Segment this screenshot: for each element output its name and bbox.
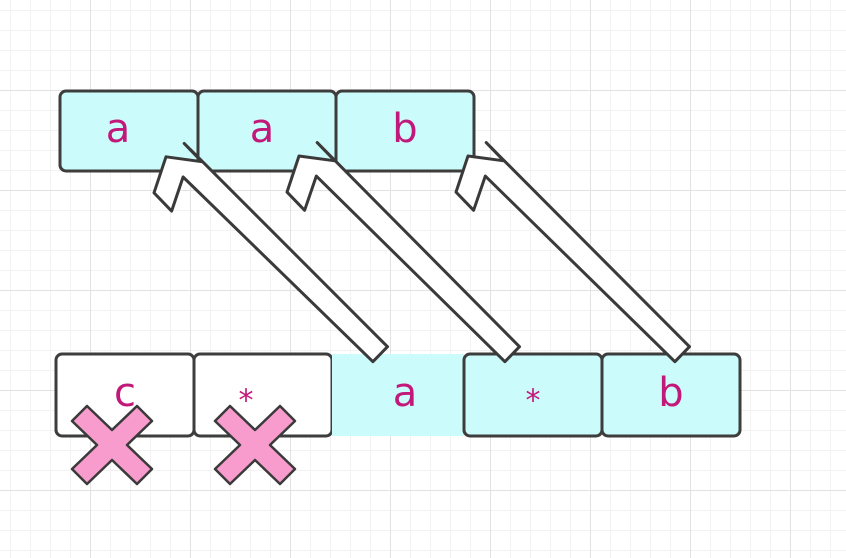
text-cell-label: b (658, 370, 683, 416)
text-cell: b (600, 352, 742, 438)
pattern-row: a a b (58, 89, 476, 173)
text-cell: a (332, 354, 464, 436)
x-mark-icon (213, 404, 297, 486)
pattern-cell: b (334, 89, 476, 173)
pattern-cell-label: a (106, 106, 131, 152)
hollow-arrow-icon (152, 141, 389, 364)
arrows (152, 141, 691, 364)
text-cell-label: c (114, 370, 136, 416)
text-row: c * a * b (54, 352, 742, 438)
text-cell-box (332, 354, 464, 436)
text-cell: * (462, 352, 604, 438)
pattern-cell-label: a (250, 106, 275, 152)
hollow-arrow-icon (454, 141, 691, 364)
pattern-cell: a (196, 89, 338, 173)
pattern-cell-box (334, 89, 476, 173)
text-cell-label: a (393, 370, 418, 416)
x-mark-icon (70, 404, 154, 486)
pattern-cell-label: b (392, 106, 417, 152)
text-cell-label: * (239, 384, 254, 419)
text-cell-label: * (526, 384, 541, 419)
hollow-arrow-icon (285, 141, 521, 364)
crosses (70, 404, 297, 486)
